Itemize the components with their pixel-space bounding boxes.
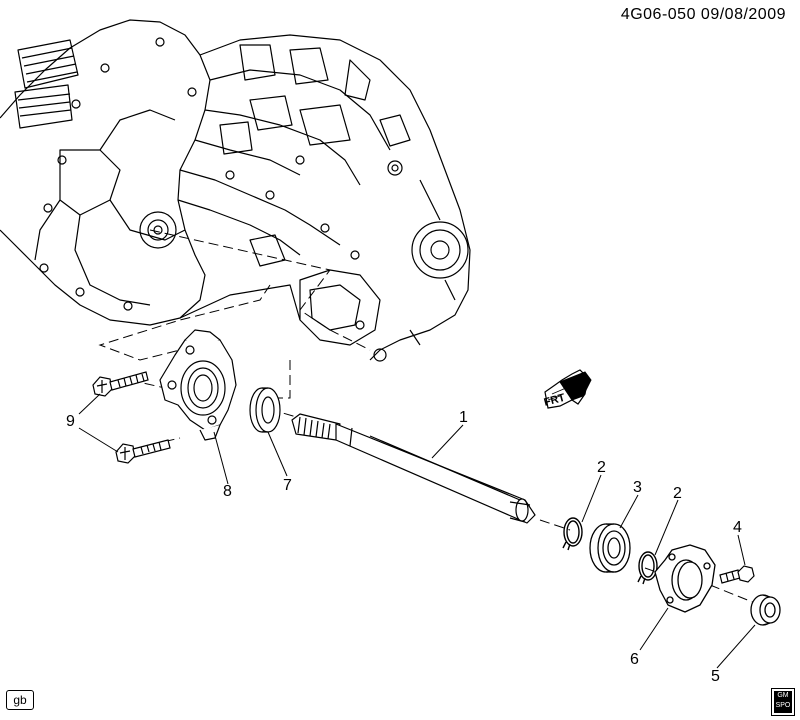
leader-8 [213, 431, 229, 485]
callout-1: 1 [459, 409, 468, 426]
callout-6: 6 [630, 651, 639, 668]
part-2-snap-ring-right [637, 551, 658, 585]
front-direction-arrow-icon [544, 369, 592, 409]
callout-7: 7 [283, 477, 292, 494]
leader-7 [267, 431, 288, 477]
part-5-dust-cap [750, 594, 781, 626]
leader-4 [737, 534, 746, 566]
callout-2-left: 2 [597, 459, 606, 476]
leader-lines [78, 393, 756, 669]
leader-9-upper [78, 393, 101, 415]
leader-1 [431, 424, 464, 459]
leader-9-lower [78, 427, 119, 453]
gb-badge: gb [6, 690, 34, 710]
part-2-snap-ring-left [562, 517, 583, 551]
callout-8: 8 [223, 483, 232, 500]
part-4-bolt [719, 565, 755, 584]
engine-transmission-assembly [0, 19, 471, 362]
callout-2-right: 2 [673, 485, 682, 502]
leader-2-left [581, 474, 602, 523]
leader-3 [619, 494, 639, 529]
part-7-seal [249, 387, 281, 433]
part-9-bolt-upper [92, 371, 149, 397]
leader-6 [639, 607, 669, 651]
gm-logo-line2: SPO [775, 702, 791, 709]
diagram-id-date: 4G06-050 09/08/2009 [620, 6, 786, 23]
gm-spo-logo: GM SPO [771, 688, 795, 716]
frt-label: FRT [543, 392, 567, 409]
callout-9: 9 [66, 413, 75, 430]
part-6-support-bracket [654, 544, 716, 613]
callout-5: 5 [711, 668, 720, 685]
part-1-intermediate-shaft [291, 413, 536, 524]
part-3-bearing [589, 523, 631, 573]
leader-2-right [654, 499, 679, 556]
callout-4: 4 [733, 519, 742, 536]
part-9-bolt-lower [115, 439, 171, 464]
part-8-bearing-bracket [159, 329, 237, 441]
gm-logo-line1: GM [777, 692, 789, 699]
leader-5 [716, 624, 756, 669]
callout-3: 3 [633, 479, 642, 496]
